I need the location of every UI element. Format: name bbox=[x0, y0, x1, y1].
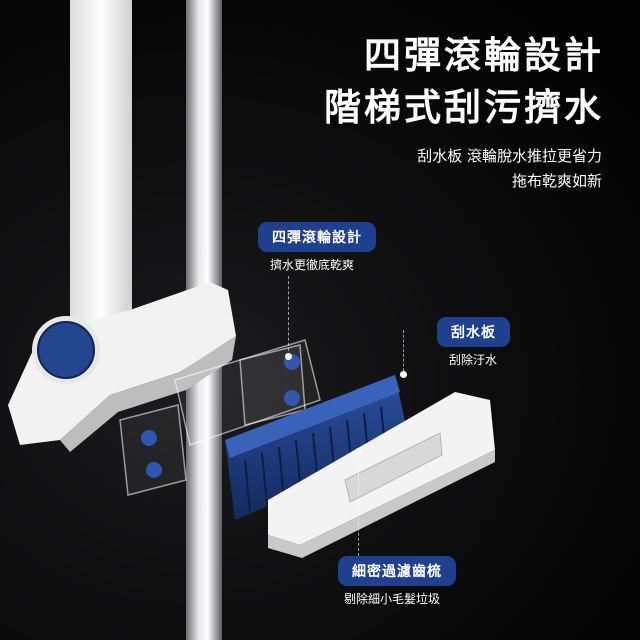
callout-scraper-leader bbox=[403, 330, 404, 376]
white-connector bbox=[8, 282, 236, 452]
callout-roller-leader bbox=[288, 276, 289, 356]
callout-roller-note: 擠水更徹底乾爽 bbox=[270, 258, 355, 272]
callout-comb-dot bbox=[355, 448, 362, 455]
callout-comb-note: 剔除細小毛髮垃圾 bbox=[344, 592, 441, 606]
headline-line-1: 四彈滾輪設計 bbox=[364, 34, 604, 77]
subheadline-line-1: 刮水板 滾輪脫水推拉更省力 bbox=[417, 147, 602, 165]
callout-scraper-dot bbox=[400, 371, 407, 378]
blue-rollers bbox=[141, 354, 300, 478]
callout-comb-leader bbox=[358, 452, 359, 556]
headline: 四彈滾輪設計 階梯式刮污擠水 bbox=[324, 30, 604, 134]
callout-scraper-title: 刮水板 bbox=[437, 317, 510, 347]
white-handle-tube bbox=[70, 0, 132, 330]
white-wiper-plate bbox=[268, 392, 495, 558]
subheadline: 刮水板 滾輪脫水推拉更省力 拖布乾爽如新 bbox=[417, 144, 602, 194]
callout-roller-dot bbox=[285, 353, 292, 360]
headline-line-2: 階梯式刮污擠水 bbox=[324, 86, 604, 129]
callout-roller-title: 四彈滾輪設計 bbox=[258, 222, 376, 252]
callout-scraper-note: 刮除汙水 bbox=[449, 353, 498, 367]
blue-scraper-comb bbox=[225, 375, 410, 520]
blue-round-button bbox=[32, 316, 100, 384]
subheadline-line-2: 拖布乾爽如新 bbox=[511, 172, 602, 190]
callout-comb-title: 細密過濾齒梳 bbox=[338, 556, 456, 586]
